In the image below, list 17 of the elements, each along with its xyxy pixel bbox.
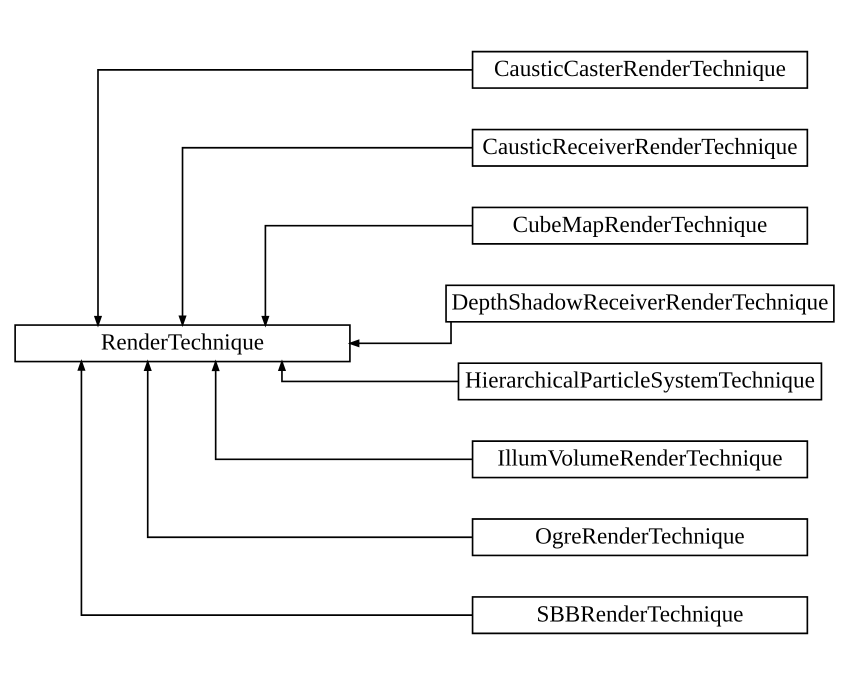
node-box: OgreRenderTechnique — [472, 518, 808, 556]
node-box: CubeMapRenderTechnique — [472, 206, 808, 244]
arrow — [178, 146, 472, 327]
node-box: HierarchicalParticleSystemTechnique — [458, 362, 822, 400]
node-box: CausticCasterRenderTechnique — [472, 50, 808, 88]
arrow — [77, 358, 472, 616]
arrow — [144, 358, 472, 538]
node-box: DepthShadowReceiverRenderTechnique — [445, 284, 835, 322]
node-box: RenderTechnique — [14, 324, 351, 362]
node-box: SBBRenderTechnique — [472, 596, 808, 634]
node-box: CausticReceiverRenderTechnique — [472, 128, 808, 166]
node-box: IllumVolumeRenderTechnique — [472, 440, 808, 478]
arrow — [278, 358, 458, 382]
arrow — [261, 224, 472, 327]
arrow — [212, 358, 472, 460]
arrow — [94, 68, 472, 327]
arrow — [348, 322, 452, 347]
